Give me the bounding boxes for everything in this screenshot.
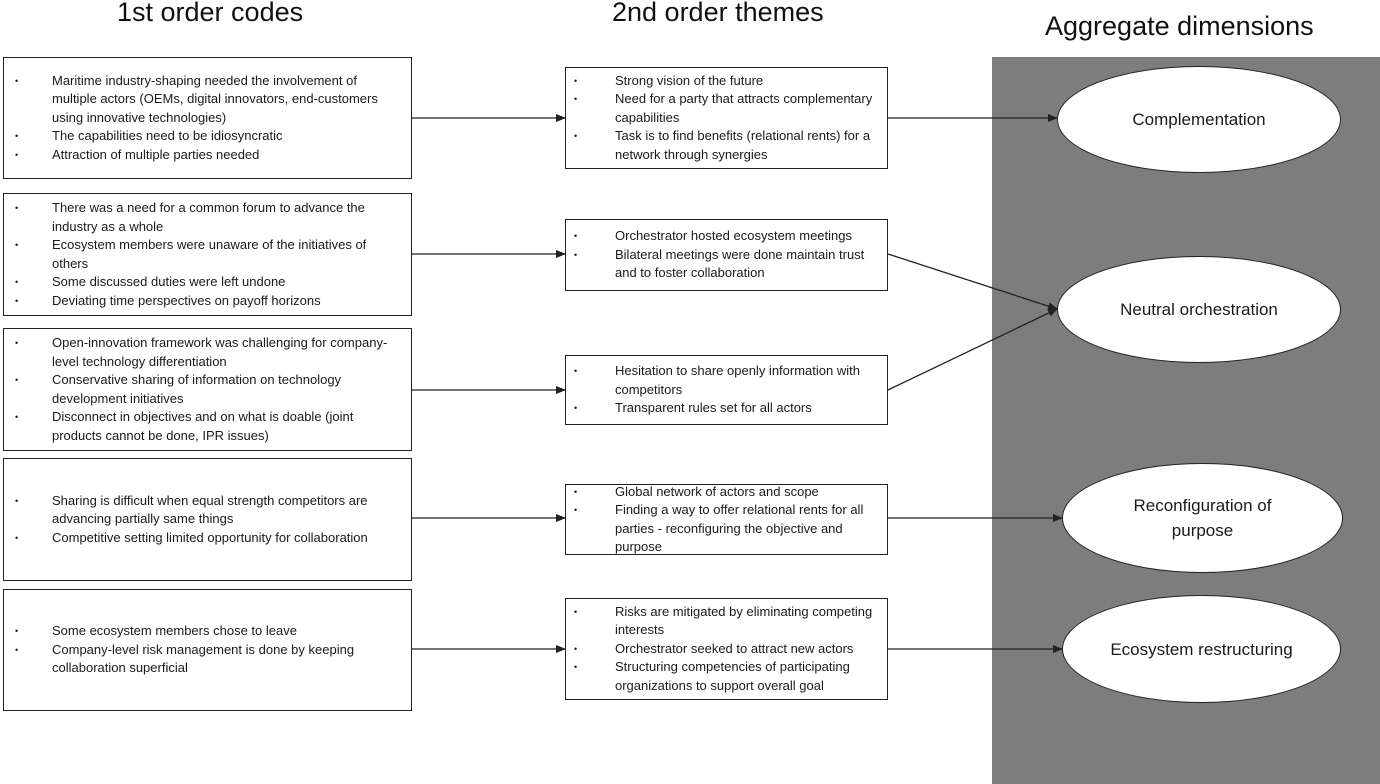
code-item: The capabilities need to be idiosyncrati… xyxy=(4,127,403,146)
code-box-4: Sharing is difficult when equal strength… xyxy=(3,458,412,581)
theme-list-3: Hesitation to share openly information w… xyxy=(566,362,881,418)
arrow-theme3-neutral-orchestration xyxy=(887,308,1058,391)
code-item: Company-level risk management is done by… xyxy=(4,641,403,678)
theme-item: Strong vision of the future xyxy=(566,72,881,91)
dimension-neutral-orchestration: Neutral orchestration xyxy=(1057,256,1341,363)
theme-box-3: Hesitation to share openly information w… xyxy=(565,355,888,425)
heading-1st-order-codes: 1st order codes xyxy=(117,0,304,27)
code-item: Disconnect in objectives and on what is … xyxy=(4,408,403,445)
dimension-label: Ecosystem restructuring xyxy=(1110,639,1293,659)
dimension-label: Complementation xyxy=(1132,110,1266,129)
dimension-label: Neutral orchestration xyxy=(1120,300,1278,319)
heading-aggregate-dimensions: Aggregate dimensions xyxy=(1045,11,1314,41)
code-item: There was a need for a common forum to a… xyxy=(4,199,403,236)
code-list-2: There was a need for a common forum to a… xyxy=(4,199,403,310)
code-item: Deviating time perspectives on payoff ho… xyxy=(4,292,403,311)
theme-item: Global network of actors and scope xyxy=(566,483,881,502)
theme-box-1: Strong vision of the future Need for a p… xyxy=(565,67,888,169)
code-item: Competitive setting limited opportunity … xyxy=(4,529,403,548)
theme-box-5: Risks are mitigated by eliminating compe… xyxy=(565,598,888,700)
theme-item: Risks are mitigated by eliminating compe… xyxy=(566,603,881,640)
dimension-complementation: Complementation xyxy=(1057,66,1341,173)
theme-list-2: Orchestrator hosted ecosystem meetings B… xyxy=(566,227,881,283)
code-item: Some discussed duties were left undone xyxy=(4,273,403,292)
code-item: Conservative sharing of information on t… xyxy=(4,371,403,408)
code-item: Attraction of multiple parties needed xyxy=(4,146,403,165)
dimension-label: Reconfiguration of purpose xyxy=(1133,496,1272,540)
code-list-4: Sharing is difficult when equal strength… xyxy=(4,492,403,548)
theme-item: Transparent rules set for all actors xyxy=(566,399,881,418)
theme-item: Orchestrator hosted ecosystem meetings xyxy=(566,227,881,246)
theme-item: Hesitation to share openly information w… xyxy=(566,362,881,399)
code-box-3: Open-innovation framework was challengin… xyxy=(3,328,412,451)
code-box-2: There was a need for a common forum to a… xyxy=(3,193,412,316)
code-box-5: Some ecosystem members chose to leave Co… xyxy=(3,589,412,711)
theme-item: Structuring competencies of participatin… xyxy=(566,658,881,695)
theme-item: Bilateral meetings were done maintain tr… xyxy=(566,246,881,283)
theme-item: Need for a party that attracts complemen… xyxy=(566,90,881,127)
code-item: Sharing is difficult when equal strength… xyxy=(4,492,403,529)
dimension-ecosystem-restructuring: Ecosystem restructuring xyxy=(1062,595,1341,703)
theme-item: Task is to find benefits (relational ren… xyxy=(566,127,881,164)
theme-list-5: Risks are mitigated by eliminating compe… xyxy=(566,603,881,696)
dimension-reconfiguration-of-purpose: Reconfiguration of purpose xyxy=(1062,463,1343,573)
theme-list-1: Strong vision of the future Need for a p… xyxy=(566,72,881,165)
code-list-3: Open-innovation framework was challengin… xyxy=(4,334,403,445)
heading-2nd-order-themes: 2nd order themes xyxy=(612,0,824,27)
code-list-5: Some ecosystem members chose to leave Co… xyxy=(4,622,403,678)
code-list-1: Maritime industry-shaping needed the inv… xyxy=(4,72,403,165)
code-item: Maritime industry-shaping needed the inv… xyxy=(4,72,403,128)
theme-item: Orchestrator seeked to attract new actor… xyxy=(566,640,881,659)
theme-box-2: Orchestrator hosted ecosystem meetings B… xyxy=(565,219,888,291)
arrow-theme2-neutral-orchestration xyxy=(887,253,1058,311)
code-item: Open-innovation framework was challengin… xyxy=(4,334,403,371)
code-box-1: Maritime industry-shaping needed the inv… xyxy=(3,57,412,179)
code-item: Some ecosystem members chose to leave xyxy=(4,622,403,641)
theme-box-4: Global network of actors and scope Findi… xyxy=(565,483,888,557)
theme-item: Finding a way to offer relational rents … xyxy=(566,501,881,557)
theme-list-4: Global network of actors and scope Findi… xyxy=(566,483,881,557)
code-item: Ecosystem members were unaware of the in… xyxy=(4,236,403,273)
